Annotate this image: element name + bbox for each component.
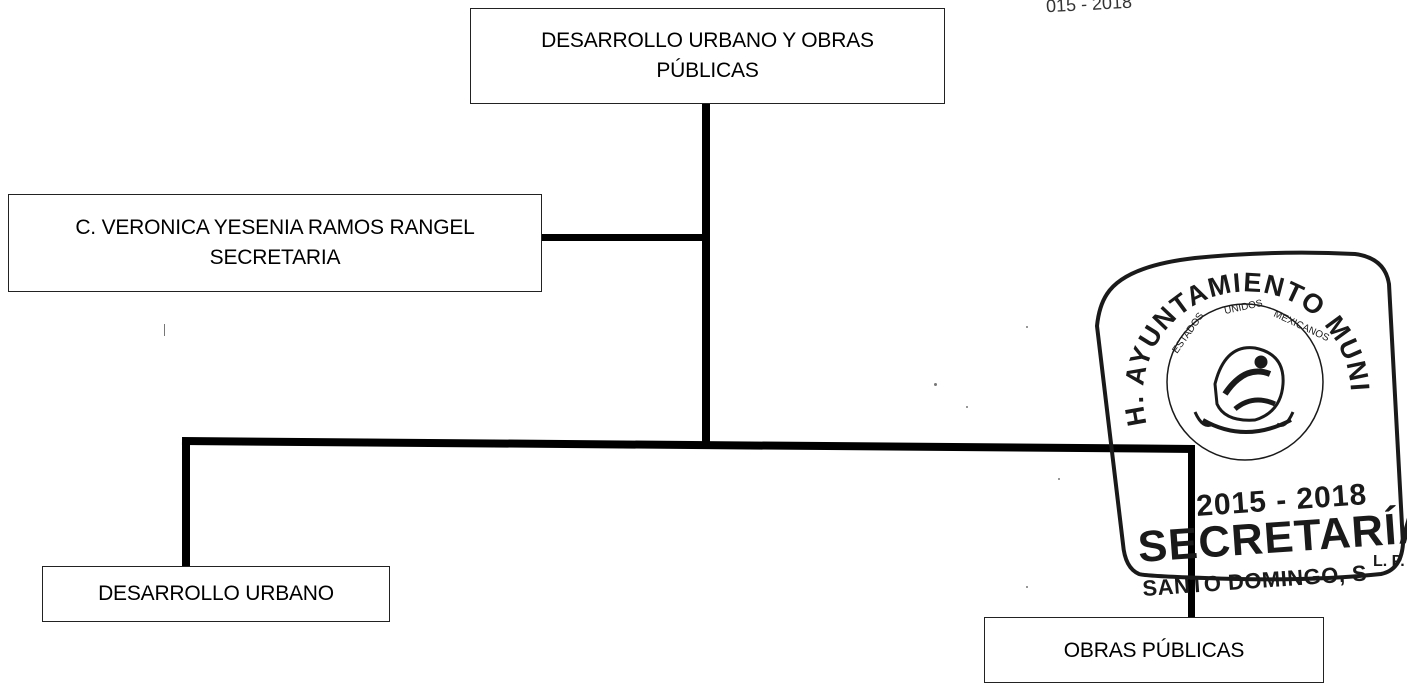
connector-top-vertical: [702, 104, 710, 446]
connector-right-drop: [1188, 447, 1195, 618]
coat-of-arms-ring: [1166, 303, 1324, 461]
connector-left-drop: [182, 439, 190, 568]
node-title-line2: PÚBLICAS: [656, 59, 759, 82]
node-title-line1: DESARROLLO URBANO Y OBRAS: [541, 29, 874, 52]
node-desarrollo-urbano: DESARROLLO URBANO: [42, 566, 390, 622]
node-desarrollo-urbano-y-obras-publicas: DESARROLLO URBANO Y OBRAS PÚBLICAS: [470, 8, 945, 104]
secretary-name: C. VERONICA YESENIA RAMOS RANGEL: [75, 216, 475, 239]
scan-speck: [1058, 478, 1060, 480]
stamp-inner-top: UNIDOS: [1223, 298, 1264, 317]
scan-speck: [934, 383, 937, 386]
secretary-role: SECRETARIA: [209, 246, 341, 269]
scan-speck: [966, 406, 968, 408]
municipal-stamp: H. AYUNTAMIENTO MUNICIPAL ESTADOS UNIDOS…: [1075, 220, 1407, 601]
node-label: OBRAS PÚBLICAS: [1063, 639, 1245, 662]
connector-horizontal-bus: [181, 437, 1196, 453]
scan-speck: [1026, 586, 1028, 588]
stamp-suffix: L. P.: [1373, 553, 1405, 570]
node-obras-publicas: OBRAS PÚBLICAS: [984, 617, 1324, 683]
scan-speck: [164, 324, 165, 336]
connector-secretary-branch: [542, 234, 706, 241]
node-label: DESARROLLO URBANO: [98, 582, 334, 605]
stamp-frame: [1094, 250, 1406, 582]
node-secretaria: C. VERONICA YESENIA RAMOS RANGEL SECRETA…: [8, 194, 542, 292]
scan-speck: [1026, 326, 1028, 328]
header-date-fragment: 015 - 2018: [1045, 0, 1133, 17]
eagle-emblem-icon: [1193, 346, 1295, 434]
